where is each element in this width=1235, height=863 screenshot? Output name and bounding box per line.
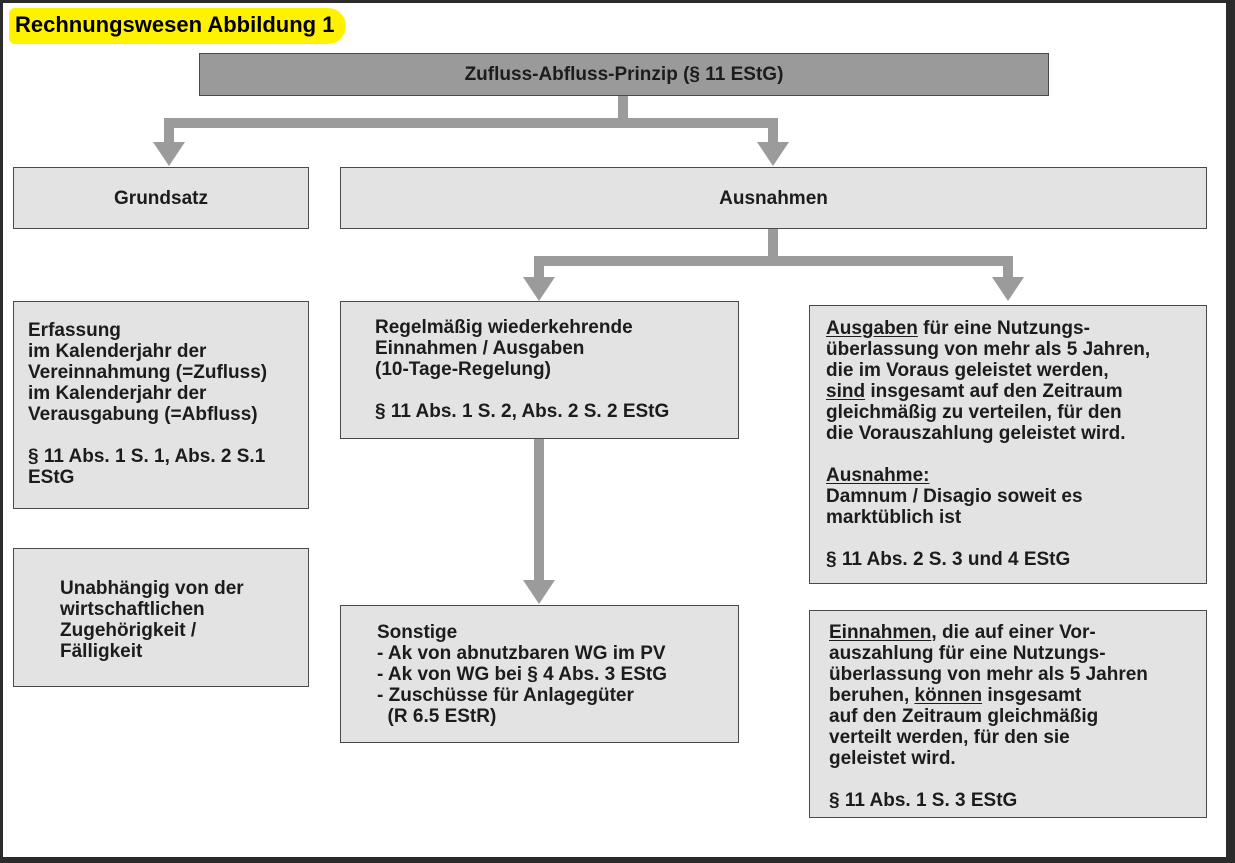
einnahmen-line-3: überlassung von mehr als 5 Jahren xyxy=(829,664,1148,685)
ausnahmen-label: Ausnahmen xyxy=(719,187,828,209)
unabhaengig-line-1: Unabhängig von der xyxy=(60,578,244,599)
einnahmen-ref: § 11 Abs. 1 S. 3 EStG xyxy=(829,790,1018,811)
grundsatz-label: Grundsatz xyxy=(114,187,208,209)
root-box: Zufluss-Abfluss-Prinzip (§ 11 EStG) xyxy=(199,53,1049,96)
regelmaessig-line-1: Regelmäßig wiederkehrende xyxy=(375,317,633,338)
ausgaben-line-3: die im Voraus geleistet werden, xyxy=(826,360,1109,381)
regelmaessig-line-3: (10-Tage-Regelung) xyxy=(375,359,551,380)
einnahmen-line-1: Einnahmen, die auf einer Vor- xyxy=(829,622,1096,643)
ausgaben-keyword: Ausgaben xyxy=(826,318,918,339)
unabhaengig-box: Unabhängig von der wirtschaftlichen Zuge… xyxy=(13,548,309,687)
einnahmen-line-6: verteilt werden, für den sie xyxy=(829,727,1070,748)
ausnahme-line-1: Damnum / Disagio soweit es xyxy=(826,486,1083,507)
einnahmen-keyword: Einnahmen xyxy=(829,622,932,643)
ausnahme-label: Ausnahme: xyxy=(826,465,930,486)
erfassung-ref-line-1: § 11 Abs. 1 S. 1, Abs. 2 S.1 xyxy=(28,446,266,467)
ausgaben-line-2: überlassung von mehr als 5 Jahren, xyxy=(826,339,1151,360)
sonstige-item-3: - Zuschüsse für Anlagegüter xyxy=(377,685,634,706)
arrowhead-regelmaessig xyxy=(523,277,555,301)
erfassung-line-2: im Kalenderjahr der xyxy=(28,341,207,362)
regelmaessig-box: Regelmäßig wiederkehrende Einnahmen / Au… xyxy=(340,301,739,439)
ausgaben-box: Ausgaben für eine Nutzungs- überlassung … xyxy=(809,305,1207,584)
unabhaengig-line-4: Fälligkeit xyxy=(60,641,143,662)
ausnahme-line-2: marktüblich ist xyxy=(826,507,962,528)
unabhaengig-line-3: Zugehörigkeit / xyxy=(60,620,197,641)
arrowhead-ausnahmen xyxy=(757,142,789,166)
unabhaengig-line-2: wirtschaftlichen xyxy=(60,599,205,620)
einnahmen-line-4: beruhen, können insgesamt xyxy=(829,685,1082,706)
sonstige-box: Sonstige - Ak von abnutzbaren WG im PV -… xyxy=(340,605,739,743)
regelmaessig-line-2: Einnahmen / Ausgaben xyxy=(375,338,585,359)
diagram-canvas: Rechnungswesen Abbildung 1 Zufluss-Abflu… xyxy=(3,3,1226,857)
einnahmen-koennen: können xyxy=(914,685,983,706)
einnahmen-line-5: auf den Zeitraum gleichmäßig xyxy=(829,706,1099,727)
ausnahmen-box: Ausnahmen xyxy=(340,167,1207,229)
ausgaben-line-6: die Vorauszahlung geleistet wird. xyxy=(826,423,1126,444)
ausgaben-sind: sind xyxy=(826,381,866,402)
ausgaben-line-5: gleichmäßig zu verteilen, für den xyxy=(826,402,1122,423)
sonstige-item-4: (R 6.5 EStR) xyxy=(377,706,497,727)
ausgaben-line-1: Ausgaben für eine Nutzungs- xyxy=(826,318,1090,339)
erfassung-ref-line-2: EStG xyxy=(28,467,75,488)
erfassung-box: Erfassung im Kalenderjahr der Vereinnahm… xyxy=(13,301,309,509)
einnahmen-line-7: geleistet wird. xyxy=(829,748,956,769)
connector-lines xyxy=(153,96,1024,604)
sonstige-item-1: - Ak von abnutzbaren WG im PV xyxy=(377,643,666,664)
einnahmen-box: Einnahmen, die auf einer Vor- auszahlung… xyxy=(809,610,1207,818)
arrowhead-sonstige xyxy=(523,580,555,604)
sonstige-item-2: - Ak von WG bei § 4 Abs. 3 EStG xyxy=(377,664,667,685)
erfassung-line-1: Erfassung xyxy=(28,320,121,341)
regelmaessig-ref: § 11 Abs. 1 S. 2, Abs. 2 S. 2 EStG xyxy=(375,401,670,422)
sonstige-heading: Sonstige xyxy=(377,622,458,643)
arrowhead-ausgaben xyxy=(992,277,1024,301)
erfassung-line-3: Vereinnahmung (=Zufluss) xyxy=(28,362,268,383)
arrowhead-grundsatz xyxy=(153,142,185,166)
erfassung-line-4: im Kalenderjahr der xyxy=(28,383,207,404)
ausgaben-ref: § 11 Abs. 2 S. 3 und 4 EStG xyxy=(826,549,1071,570)
erfassung-line-5: Verausgabung (=Abfluss) xyxy=(28,404,258,425)
root-label: Zufluss-Abfluss-Prinzip (§ 11 EStG) xyxy=(464,64,784,85)
ausgaben-line-4: sind insgesamt auf den Zeitraum xyxy=(826,381,1123,402)
grundsatz-box: Grundsatz xyxy=(13,167,309,229)
page-title: Rechnungswesen Abbildung 1 xyxy=(9,8,347,44)
einnahmen-line-2: auszahlung für eine Nutzungs- xyxy=(829,643,1106,664)
